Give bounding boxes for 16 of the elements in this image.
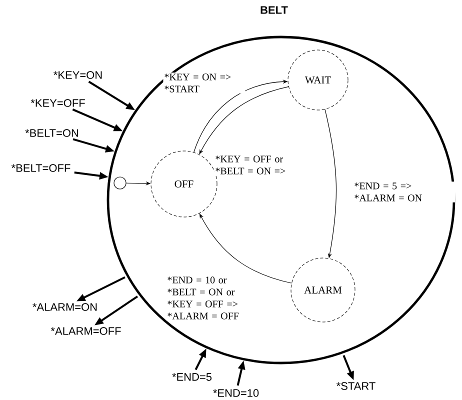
arrow [199,86,289,154]
edge-label: *KEY = ON => *START [163,72,246,94]
event-label: *BELT=ON [25,129,78,137]
event-label: *KEY=ON [54,71,102,79]
event-label: *START [336,382,376,390]
edge-label: *KEY = OFF or *BELT = ON => [214,154,288,176]
event-label: *BELT=OFF [11,164,70,172]
event-label: *END=5 [172,373,212,381]
event-label: *ALARM=ON [32,303,97,311]
edge-label: *END = 5 => *ALARM = ON [353,182,456,202]
node-label: BELT [260,6,288,14]
initial-state-circle [114,176,126,190]
edge-label: *END = 10 or *BELT = ON or *KEY = OFF => *ALARM = OFF [166,276,248,320]
event-label: *KEY=OFF [30,99,85,107]
event-label: *ALARM=OFF [50,327,121,335]
event-label: *END=10 [213,389,259,397]
